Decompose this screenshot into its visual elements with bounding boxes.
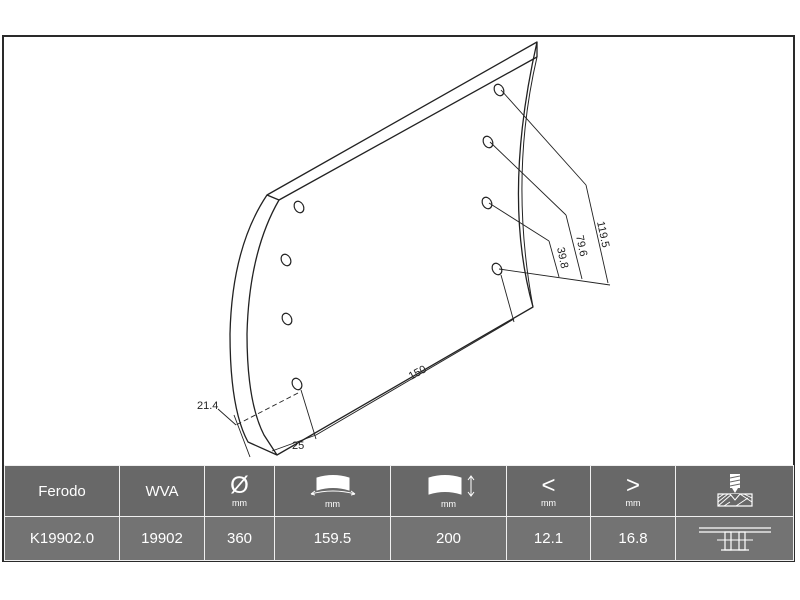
- rivet-hole: [280, 253, 292, 267]
- lining-top-face: [266, 56, 538, 201]
- rivet-hole: [291, 377, 303, 391]
- rivet-hole: [481, 196, 493, 210]
- height-unit: mm: [441, 498, 456, 509]
- min-unit: mm: [541, 497, 556, 508]
- value-diameter: 360: [204, 516, 275, 561]
- value-max-thickness: 16.8: [590, 516, 676, 561]
- curved-height-icon: [428, 474, 474, 497]
- header-width: mm: [274, 465, 391, 517]
- lining-inner-edge: [246, 199, 280, 456]
- header-wva: WVA: [119, 465, 205, 517]
- max-symbol: >: [625, 471, 640, 499]
- lining-outline: [229, 41, 538, 456]
- rivet-hole: [482, 135, 494, 149]
- value-part-number: K19902.0: [4, 516, 120, 561]
- diameter-symbol: Ø: [230, 471, 249, 499]
- dim-39-8: 39.8: [554, 246, 570, 269]
- dim-150: 150: [407, 363, 429, 382]
- rivet-profile-icon: [698, 526, 771, 551]
- rivet-hole: [493, 83, 505, 97]
- header-max-thickness: > mm: [590, 465, 676, 517]
- min-symbol: <: [541, 471, 556, 499]
- value-height: 200: [390, 516, 507, 561]
- dim-79-6: 79.6: [573, 234, 589, 257]
- width-unit: mm: [325, 498, 340, 509]
- curved-width-icon: [310, 474, 355, 495]
- dim-25: 25: [292, 440, 304, 452]
- brake-lining-drawing: 119.5 79.6 39.8 150 21.4 25: [197, 41, 611, 458]
- rivet-hole: [491, 262, 503, 276]
- value-wva: 19902: [119, 516, 205, 561]
- table-header-row: Ferodo WVA Ø mm mm: [4, 465, 794, 517]
- rivet-tool-icon: [716, 474, 753, 507]
- value-min-thickness: 12.1: [506, 516, 591, 561]
- header-rivet-tool: [675, 465, 794, 517]
- spec-table: Ferodo WVA Ø mm mm: [4, 465, 794, 561]
- diagram-frame: 119.5 79.6 39.8 150 21.4 25 Ferodo WVA Ø…: [2, 35, 795, 562]
- value-rivet-profile: [675, 516, 794, 561]
- diameter-unit: mm: [232, 497, 247, 508]
- header-brand: Ferodo: [4, 465, 120, 517]
- value-width: 159.5: [274, 516, 391, 561]
- table-value-row: K19902.0 19902 360 159.5 200 12.1 16.8: [4, 516, 794, 561]
- header-diameter: Ø mm: [204, 465, 275, 517]
- rivet-hole: [281, 312, 293, 326]
- max-unit: mm: [625, 497, 641, 508]
- header-min-thickness: < mm: [506, 465, 591, 517]
- dim-119-5: 119.5: [594, 220, 611, 249]
- rivet-hole: [293, 200, 305, 214]
- header-height: mm: [390, 465, 507, 517]
- dim-21-4: 21.4: [197, 400, 218, 412]
- lining-right-edge: [521, 56, 538, 308]
